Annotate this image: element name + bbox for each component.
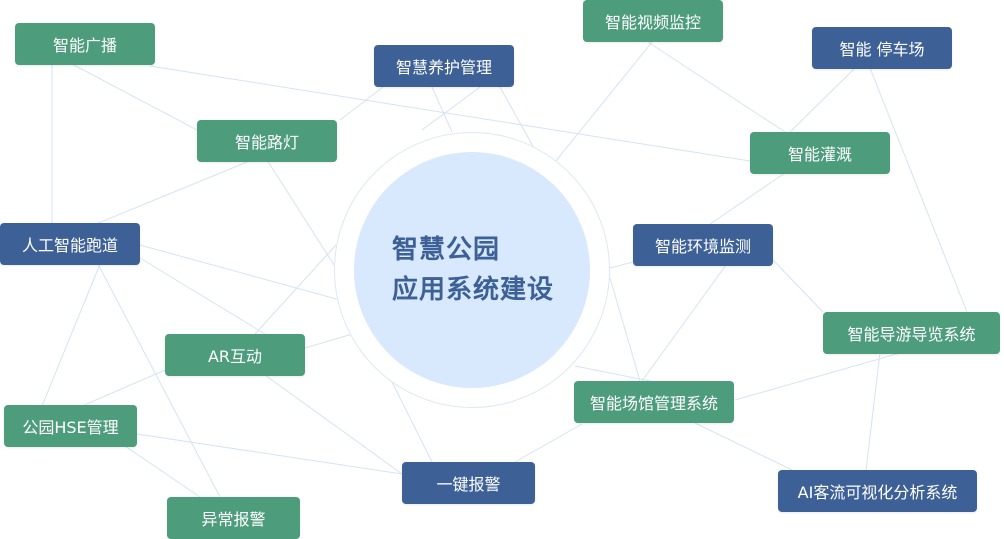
connector-line	[554, 41, 653, 163]
connector-line	[499, 86, 536, 151]
node-venue-management: 智能场馆管理系统	[574, 381, 734, 423]
connector-line	[694, 422, 793, 471]
connector-line	[609, 277, 641, 382]
connector-line	[389, 377, 433, 463]
node-guide-system: 智能导游导览系统	[823, 312, 1000, 354]
connector-line	[41, 263, 101, 407]
connector-line	[71, 63, 198, 131]
node-parking: 智能 停车场	[812, 27, 952, 69]
connector-line	[139, 257, 266, 335]
connector-line	[431, 86, 453, 133]
hub-title-line1: 智慧公园	[392, 235, 501, 265]
connector-line	[421, 86, 481, 131]
connector-line	[139, 244, 341, 301]
connector-line	[865, 352, 881, 471]
node-broadcast: 智能广播	[15, 23, 155, 65]
connector-line	[772, 259, 824, 313]
connector-line	[734, 352, 901, 401]
node-environment-monitoring: 智能环境监测	[633, 224, 773, 266]
connector-line	[264, 374, 403, 475]
connector-line	[641, 264, 727, 382]
connector-line	[304, 332, 357, 349]
connector-line	[647, 41, 786, 133]
node-one-key-alarm: 一键报警	[402, 462, 535, 504]
node-hse: 公园HSE管理	[4, 405, 137, 447]
connector-line	[149, 65, 751, 162]
node-ar: AR互动	[165, 334, 305, 376]
connector-line	[254, 244, 337, 335]
connector-line	[81, 369, 166, 407]
connector-line	[266, 159, 337, 269]
node-running-track: 人工智能跑道	[0, 223, 140, 265]
connector-line	[609, 261, 634, 269]
connector-line	[124, 445, 201, 498]
connector-line	[136, 433, 403, 475]
connector-line	[514, 423, 583, 463]
node-abnormal-alarm: 异常报警	[167, 497, 300, 539]
connector-line	[339, 86, 384, 121]
connector-line	[574, 365, 651, 382]
connector-line	[789, 67, 856, 133]
hub-title-line2: 应用系统建设	[392, 275, 555, 305]
connector-line	[869, 67, 968, 313]
hub-circle: 智慧公园 应用系统建设	[354, 152, 590, 388]
node-irrigation: 智能灌溉	[750, 132, 890, 174]
node-visitor-flow-analysis: AI客流可视化分析系统	[778, 470, 977, 512]
connector-line	[97, 263, 221, 498]
node-maintenance: 智慧养护管理	[374, 45, 514, 87]
connector-line	[95, 159, 253, 225]
node-streetlight: 智能路灯	[197, 120, 337, 162]
node-video-monitoring: 智能视频监控	[583, 0, 723, 42]
connector-line	[709, 172, 786, 225]
